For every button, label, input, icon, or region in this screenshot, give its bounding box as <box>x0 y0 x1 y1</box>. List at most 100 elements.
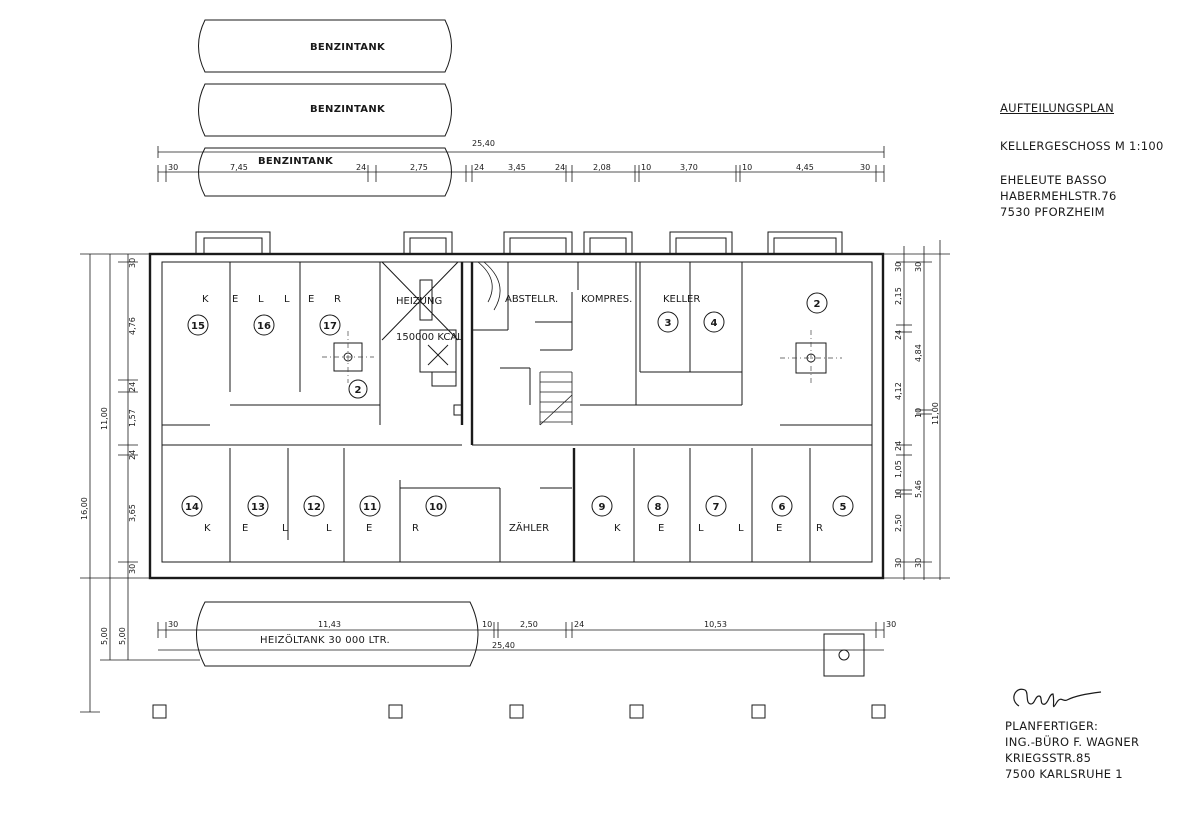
plan-scale: KELLERGESCHOSS M 1:100 <box>1000 139 1164 153</box>
benzin-tank-2-label: BENZINTANK <box>310 104 386 115</box>
right-seg-1: 30 <box>894 262 903 272</box>
room-number-3: 3 <box>665 318 672 329</box>
left-seg-1: 30 <box>128 258 137 268</box>
right-inner-2: 4,84 <box>914 344 923 362</box>
benzin-tank-2: BENZINTANK <box>198 83 452 137</box>
bottom-seg-6: 10,53 <box>704 620 727 629</box>
right-inner-3: 10 <box>914 408 923 418</box>
bottom-seg-3: 10 <box>482 620 492 629</box>
keller-br-letter-3: L <box>698 523 704 534</box>
heizoel-tank-label: HEIZÖLTANK 30 000 LTR. <box>260 633 390 646</box>
left-seg-4: 1,57 <box>128 409 137 427</box>
top-dim-seg-7: 24 <box>555 163 565 172</box>
right-total-dim: 11,00 <box>931 402 940 425</box>
room-number-7: 7 <box>713 502 720 513</box>
bottom-total-dim: 25,40 <box>492 641 515 650</box>
right-seg-9: 30 <box>894 558 903 568</box>
right-seg-2: 2,15 <box>894 287 903 305</box>
top-dim-seg-8: 2,08 <box>593 163 611 172</box>
heizoel-tank: HEIZÖLTANK 30 000 LTR. <box>196 601 479 667</box>
room-number-2a: 2 <box>355 385 362 396</box>
room-number-12: 12 <box>307 502 321 513</box>
room-number-13: 13 <box>251 502 265 513</box>
keller-top-letter-5: E <box>308 294 314 305</box>
bottom-seg-7: 30 <box>886 620 896 629</box>
room-number-11: 11 <box>363 502 377 513</box>
top-dimension-lines: 25,40 30 7,45 24 2,75 24 3,45 24 2,08 10… <box>157 139 885 182</box>
left-lower-dim: 5,00 <box>100 627 109 645</box>
benzin-tank-1: BENZINTANK <box>198 19 452 73</box>
right-dimension-lines: 11,00 30 2,15 24 4,12 24 1,05 10 2,50 30… <box>884 240 950 580</box>
top-dim-seg-11: 10 <box>742 163 752 172</box>
room-labels: K E L L E R HEIZUNG 150000 KCAL ABSTELLR… <box>202 294 823 534</box>
keller-bl-letter-1: K <box>204 523 211 534</box>
signature <box>1013 688 1102 708</box>
right-seg-4: 4,12 <box>894 382 903 400</box>
left-seg-8: 5,00 <box>118 627 127 645</box>
fixture-right <box>780 330 842 386</box>
left-seg-6: 3,65 <box>128 504 137 522</box>
right-inner-1: 30 <box>914 262 923 272</box>
bottom-seg-4: 2,50 <box>520 620 538 629</box>
plan-title: AUFTEILUNGSPLAN <box>1000 101 1115 115</box>
right-seg-7: 10 <box>894 489 903 499</box>
planner-label: PLANFERTIGER: <box>1005 719 1099 733</box>
keller-right-label: KELLER <box>663 294 700 305</box>
keller-bl-letter-5: E <box>366 523 372 534</box>
top-dim-seg-6: 3,45 <box>508 163 526 172</box>
room-number-17: 17 <box>323 321 337 332</box>
right-inner-4: 5,46 <box>914 480 923 498</box>
title-block: AUFTEILUNGSPLAN KELLERGESCHOSS M 1:100 E… <box>1000 100 1190 220</box>
keller-top-letter-3: L <box>258 294 264 305</box>
top-dim-seg-4: 2,75 <box>410 163 428 172</box>
floor-plan: BENZINTANK BENZINTANK BENZINTANK 25,40 <box>80 19 950 719</box>
top-dim-seg-10: 3,70 <box>680 163 698 172</box>
room-number-6: 6 <box>779 502 786 513</box>
keller-br-letter-6: R <box>816 523 823 534</box>
left-seg-2: 4,76 <box>128 317 137 335</box>
room-number-15: 15 <box>191 321 205 332</box>
keller-br-letter-1: K <box>614 523 621 534</box>
room-number-16: 16 <box>257 321 271 332</box>
room-number-9: 9 <box>599 502 606 513</box>
bottom-seg-2: 11,43 <box>318 620 341 629</box>
heizung-label: HEIZUNG <box>396 296 442 307</box>
right-inner-5: 30 <box>914 558 923 568</box>
outdoor-shaft <box>823 633 865 677</box>
bottom-dimension-lines: 30 11,43 10 2,50 24 10,53 30 25,40 <box>157 620 896 651</box>
owner-street: HABERMEHLSTR.76 <box>1000 189 1117 203</box>
keller-bl-letter-4: L <box>326 523 332 534</box>
fixture-left <box>322 331 374 383</box>
kompres-label: KOMPRES. <box>581 294 632 305</box>
right-seg-8: 2,50 <box>894 514 903 532</box>
top-dim-seg-5: 24 <box>474 163 484 172</box>
keller-top-letter-4: L <box>284 294 290 305</box>
room-number-8: 8 <box>655 502 662 513</box>
top-dim-seg-3: 24 <box>356 163 366 172</box>
right-seg-3: 24 <box>894 330 903 340</box>
keller-top-letter-2: E <box>232 294 238 305</box>
left-seg-3: 24 <box>128 382 137 392</box>
keller-bl-letter-2: E <box>242 523 248 534</box>
keller-top-letter-1: K <box>202 294 209 305</box>
bottom-seg-1: 30 <box>168 620 178 629</box>
right-seg-5: 24 <box>894 441 903 451</box>
left-dimension-lines: 16,00 11,00 5,00 30 4,76 24 1,57 24 3,65… <box>80 253 200 713</box>
abstellr-label: ABSTELLR. <box>505 294 558 305</box>
top-dim-seg-1: 30 <box>168 163 178 172</box>
top-dim-seg-13: 30 <box>860 163 870 172</box>
top-dim-seg-12: 4,45 <box>796 163 814 172</box>
keller-br-letter-2: E <box>658 523 664 534</box>
planner-block: PLANFERTIGER: ING.-BÜRO F. WAGNER KRIEGS… <box>1005 680 1185 782</box>
pillar-markers <box>152 704 886 719</box>
keller-br-letter-4: L <box>738 523 744 534</box>
top-total-dim: 25,40 <box>472 139 495 148</box>
zaehler-label: ZÄHLER <box>509 521 549 534</box>
left-seg-5: 24 <box>128 450 137 460</box>
owner-city: 7530 PFORZHEIM <box>1000 205 1105 219</box>
benzin-tank-3: BENZINTANK <box>198 147 452 197</box>
owner-name: EHELEUTE BASSO <box>1000 173 1107 187</box>
right-seg-6: 1,05 <box>894 460 903 478</box>
building-outline <box>148 252 885 580</box>
top-dim-seg-9: 10 <box>641 163 651 172</box>
